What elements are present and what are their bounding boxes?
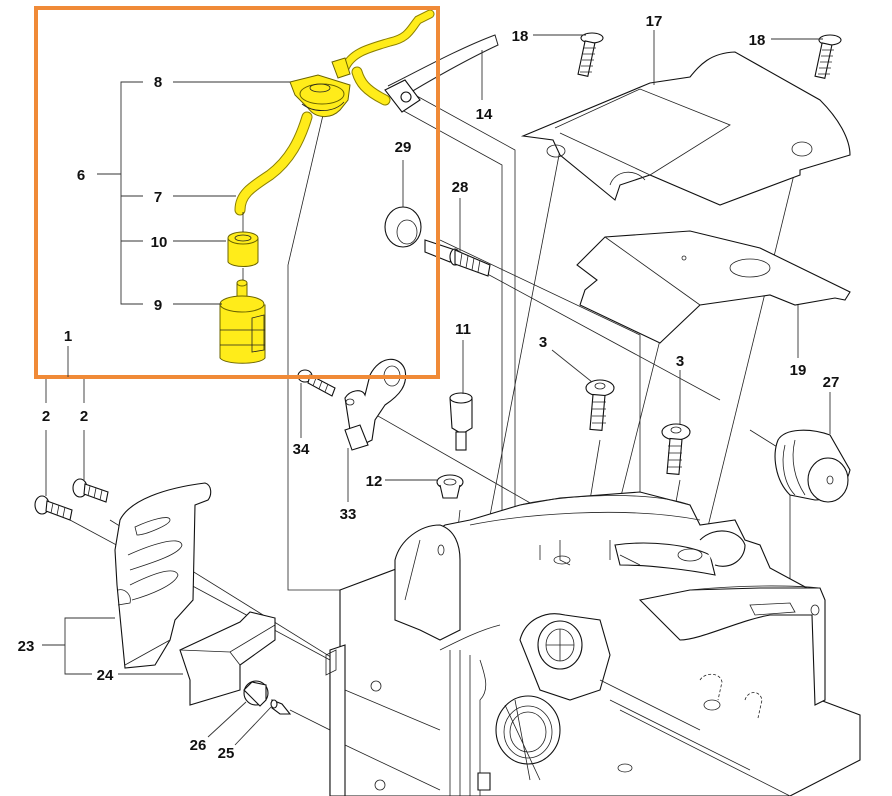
part-19-plate (576, 230, 851, 344)
callout-9: 9 (154, 297, 162, 314)
part-2-screw-a (72, 478, 109, 503)
callout-27: 27 (823, 374, 840, 391)
part-23-guard (114, 482, 212, 669)
callout-33: 33 (340, 506, 357, 523)
callout-25: 25 (218, 745, 235, 762)
callout-6: 6 (77, 167, 85, 184)
callout-23: 23 (18, 638, 35, 655)
callout-24: 24 (97, 667, 114, 684)
part-26-plug (243, 680, 269, 707)
tank-housing (325, 491, 861, 796)
part-25-pin (270, 699, 292, 715)
highlight-box (34, 6, 440, 379)
part-12-grommet (436, 474, 464, 499)
callout-3b: 3 (676, 353, 684, 370)
part-17-cover (520, 51, 851, 206)
highlighted-fuel-group (219, 9, 435, 364)
callout-8: 8 (154, 74, 162, 91)
callout-18a: 18 (512, 28, 529, 45)
callout-29: 29 (395, 139, 412, 156)
callout-7: 7 (154, 189, 162, 206)
part-2-screw-b (34, 495, 73, 521)
callout-17: 17 (646, 13, 663, 30)
callout-10: 10 (151, 234, 168, 251)
callout-3a: 3 (539, 334, 547, 351)
callout-28: 28 (452, 179, 469, 196)
part-18-screw-left (577, 32, 604, 77)
callout-14: 14 (476, 106, 493, 123)
callout-1: 1 (64, 328, 72, 345)
part-11-cap (449, 392, 473, 451)
part-28-bolt (424, 239, 491, 277)
callout-11: 11 (455, 321, 471, 338)
callout-leaders (42, 30, 831, 746)
part-34-screw (297, 369, 336, 397)
callout-labels: 8 6 7 10 9 1 2 2 23 24 26 25 34 33 12 11… (18, 13, 840, 762)
callout-18b: 18 (749, 32, 766, 49)
part-29-washer (384, 206, 422, 248)
part-27-bumper (774, 429, 851, 503)
part-14-hose (384, 34, 499, 113)
callout-2b: 2 (80, 408, 88, 425)
callout-2a: 2 (42, 408, 50, 425)
part-24-block (179, 611, 276, 706)
part-18-screw-right (814, 34, 842, 79)
callout-34: 34 (293, 441, 310, 458)
callout-26: 26 (190, 737, 207, 754)
callout-19: 19 (790, 362, 807, 379)
callout-12: 12 (366, 473, 383, 490)
part-3-screw-lower (661, 423, 691, 475)
part-3-screw-upper (585, 379, 615, 431)
part-33-bracket (344, 358, 407, 451)
